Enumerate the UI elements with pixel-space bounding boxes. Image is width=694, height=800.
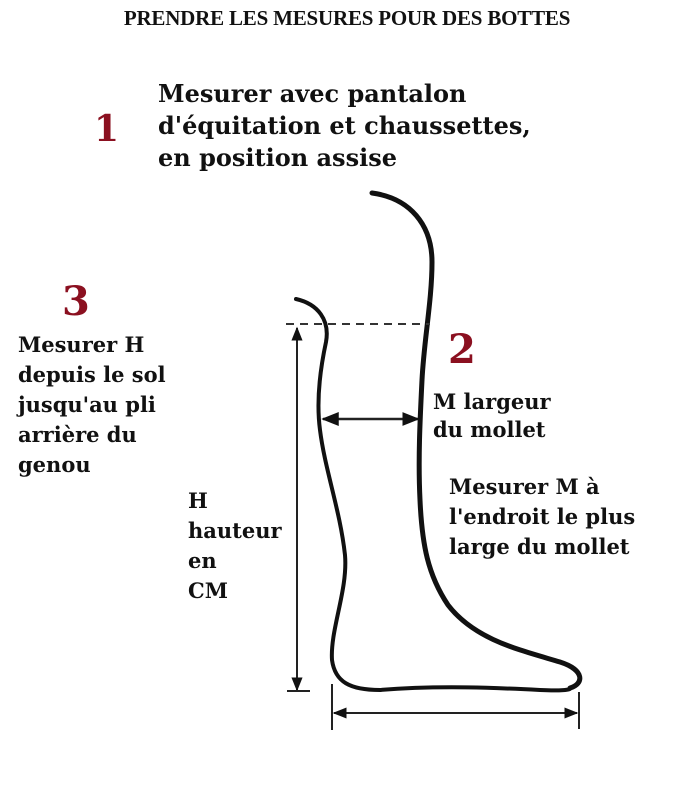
- step-3-line: genou: [18, 452, 91, 477]
- step-1-number: 1: [94, 108, 120, 150]
- step-1-instructions: Mesurer avec pantalon d'équitation et ch…: [158, 78, 531, 174]
- calf-width-label: M largeur du mollet: [433, 388, 551, 444]
- step-2-line: Mesurer M à: [449, 474, 600, 499]
- leg-back-outline: [294, 297, 573, 693]
- step-1-line: en position assise: [158, 143, 397, 172]
- calf-width-label-line: M largeur: [433, 389, 551, 414]
- page-title: PRENDRE LES MESURES POUR DES BOTTES: [123, 6, 571, 30]
- step-3-number: 3: [62, 278, 90, 325]
- step-1-line: Mesurer avec pantalon: [158, 79, 467, 108]
- calf-width-label-line: du mollet: [433, 417, 546, 442]
- height-label-line: CM: [188, 578, 228, 603]
- leg-front-outline: [369, 190, 583, 691]
- step-2-line: large du mollet: [449, 534, 630, 559]
- height-label-line: hauteur: [188, 518, 282, 543]
- step-3-instructions: Mesurer H depuis le sol jusqu'au pli arr…: [18, 330, 166, 480]
- step-2-line: l'endroit le plus: [449, 504, 636, 529]
- step-3-line: Mesurer H: [18, 332, 145, 357]
- step-2-number: 2: [448, 326, 476, 373]
- height-label-line: en: [188, 548, 217, 573]
- height-label: H hauteur en CM: [188, 486, 282, 606]
- step-2-instructions: Mesurer M à l'endroit le plus large du m…: [449, 472, 635, 562]
- height-label-line: H: [188, 488, 208, 513]
- step-3-line: arrière du: [18, 422, 137, 447]
- step-1-line: d'équitation et chaussettes,: [158, 111, 531, 140]
- step-3-line: depuis le sol: [18, 362, 166, 387]
- step-3-line: jusqu'au pli: [18, 392, 156, 417]
